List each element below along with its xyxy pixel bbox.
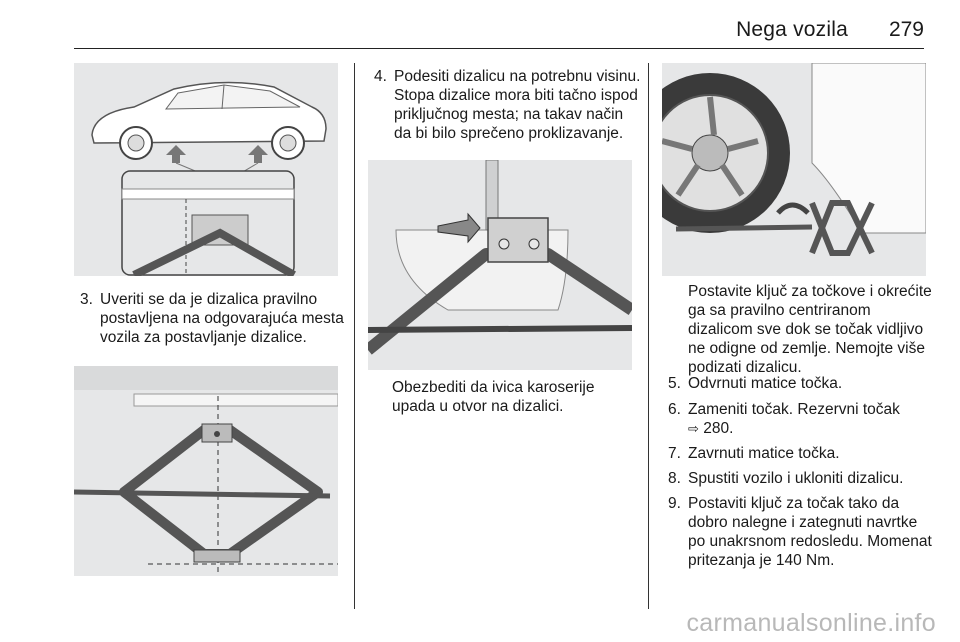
arrow-reference-icon: ⇨ [688,421,699,436]
step-6-number: 6. [668,401,681,418]
step-5: 5. Odvrnuti matice točka. [668,374,936,393]
step-4-text: Podesiti dizalicu na potrebnu visinu. St… [394,68,641,142]
step-8-number: 8. [668,470,681,487]
step-4: 4. Podesiti dizalicu na potrebnu visinu.… [374,67,642,143]
step-7-number: 7. [668,445,681,462]
header-divider [74,48,924,49]
wheel-lift-note: Postavite ključ za točkove i okrećite ga… [688,283,932,376]
jack-head-closeup-illustration [368,160,632,370]
page-section-title: Nega vozila [736,18,848,41]
step-9-text: Postaviti ključ za točak tako da dobro n… [688,495,932,569]
step-4-number: 4. [374,68,387,85]
page-number: 279 [888,18,924,41]
step-8-text: Spustiti vozilo i ukloniti dizalicu. [688,470,904,487]
step-7-text: Zavrnuti matice točka. [688,445,840,462]
step-6-text: Zameniti točak. Rezervni točak [688,401,900,418]
step-7: 7. Zavrnuti matice točka. [668,444,936,463]
step-3-text: Uveriti se da je dizalica pravilno posta… [100,291,344,346]
column-divider-2 [648,63,649,609]
step-9-number: 9. [668,495,681,512]
jack-alignment-note: Obezbediti da ivica karoserije upada u o… [392,379,595,415]
car-jacking-points-illustration [74,63,338,276]
jack-under-sill-illustration [74,366,338,576]
step-6-page-reference[interactable]: 280. [703,420,734,437]
step-3: 3. Uveriti se da je dizalica pravilno po… [80,290,346,347]
step-6: 6. Zameniti točak. Rezervni točak ⇨ 280. [668,400,936,438]
step-8: 8. Spustiti vozilo i ukloniti dizalicu. [668,469,936,488]
column-divider-1 [354,63,355,609]
watermark-text: carmanualsonline.info [686,609,936,637]
step-9: 9. Postaviti ključ za točak tako da dobr… [668,494,936,570]
step-3-number: 3. [80,291,93,308]
step-5-text: Odvrnuti matice točka. [688,375,843,392]
step-5-number: 5. [668,375,681,392]
wheel-lift-illustration [662,63,926,276]
